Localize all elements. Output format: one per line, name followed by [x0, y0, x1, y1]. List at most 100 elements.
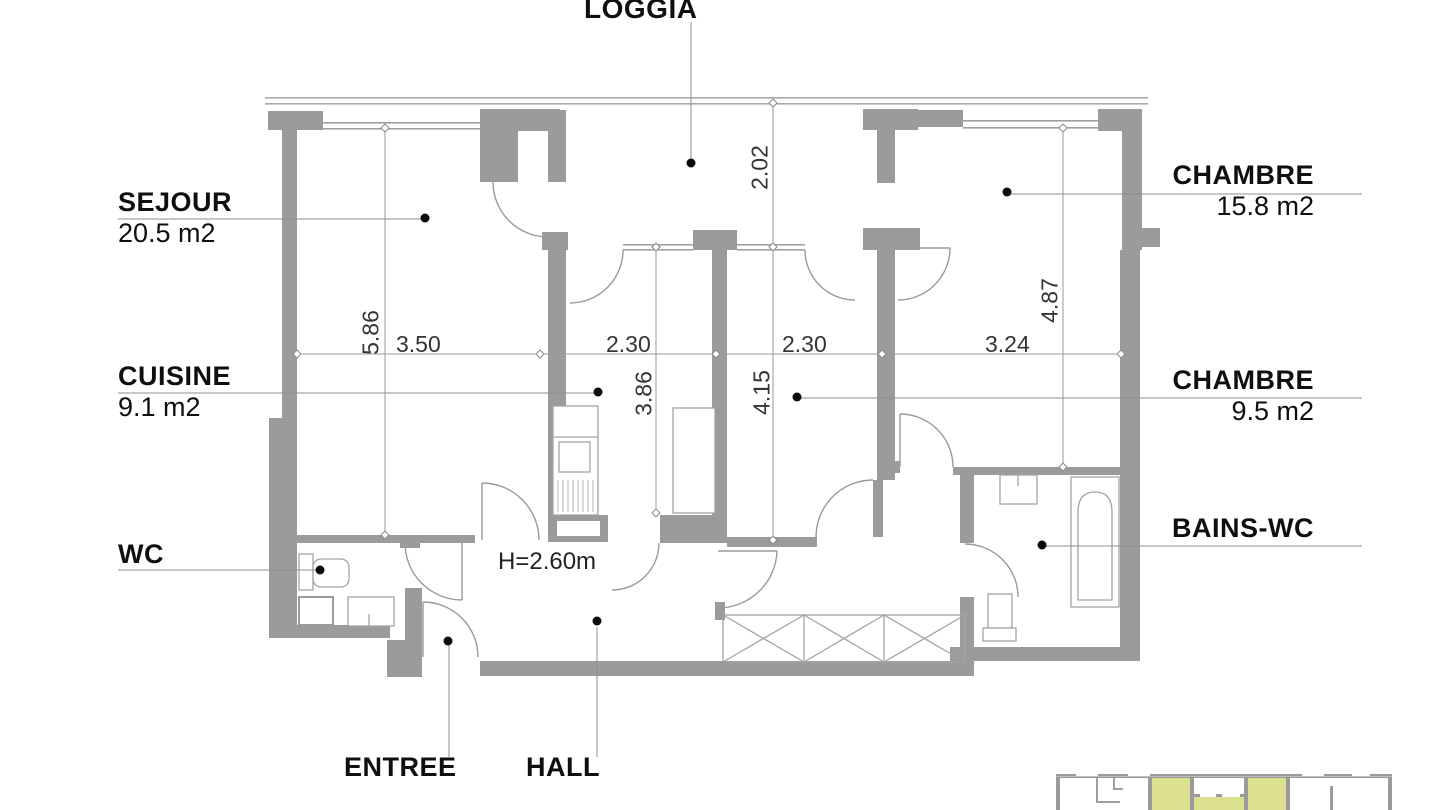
wall	[269, 625, 390, 638]
bathtub-inner	[1077, 491, 1113, 601]
wall	[712, 250, 727, 537]
room-area-chambre-2: 9.5 m2	[1231, 396, 1314, 426]
dim-marker	[1058, 123, 1068, 133]
wall	[953, 467, 1127, 475]
wall	[1140, 228, 1160, 247]
wall	[715, 602, 725, 620]
room-label-loggia: LOGGIA	[584, 0, 698, 24]
toilet-tank	[298, 553, 314, 591]
room-area-cuisine: 9.1 m2	[118, 392, 201, 422]
dim-value-3-24: 3.24	[985, 331, 1030, 357]
door-arc	[964, 543, 1019, 598]
dim-marker	[535, 349, 545, 359]
window	[323, 128, 480, 130]
window	[737, 249, 805, 251]
leader-dot	[593, 387, 603, 397]
door-arc	[899, 413, 954, 468]
minimap-wall	[1194, 794, 1200, 797]
toilet-base	[982, 627, 1017, 642]
closet-cross	[722, 614, 966, 663]
door-arc	[481, 482, 540, 541]
door-arc	[815, 479, 874, 538]
dimension-lines	[297, 99, 1121, 540]
dim-marker	[380, 123, 390, 133]
leader-dot	[315, 565, 325, 575]
hall-closet	[722, 614, 966, 663]
wc-fixtures	[298, 553, 395, 627]
dim-marker	[768, 98, 778, 108]
dim-value-3-50: 3.50	[396, 331, 441, 357]
closet-outline	[722, 614, 966, 663]
leader-dot	[1037, 540, 1047, 550]
minimap-wall	[1056, 774, 1060, 810]
minimap-wall	[1216, 794, 1222, 797]
dim-marker	[768, 535, 778, 545]
window	[623, 249, 693, 251]
minimap-window	[1352, 774, 1370, 777]
ceiling-height-label: H=2.60m	[498, 548, 597, 575]
minimap-window	[1302, 774, 1324, 777]
minimap-wall	[1148, 777, 1152, 810]
window	[963, 120, 1098, 122]
kitchen-hatch	[557, 480, 594, 512]
wall	[877, 130, 895, 183]
leader-dot	[592, 616, 602, 626]
wall	[974, 647, 1140, 661]
wall	[387, 640, 422, 677]
wall	[542, 232, 568, 250]
room-label-entree: ENTREE	[344, 752, 457, 782]
dim-value-2-30-a: 2.30	[606, 331, 651, 357]
dimension-markers	[292, 98, 1126, 545]
wall	[693, 230, 737, 250]
dim-value-4-87: 4.87	[1036, 278, 1063, 323]
balcony-edge-lines	[265, 97, 1148, 105]
minimap-wall	[1240, 794, 1246, 797]
wall	[1098, 109, 1142, 131]
door-arc	[422, 601, 479, 658]
minimap-wall	[1096, 801, 1120, 803]
room-label-chambre-1: CHAMBRE	[1172, 160, 1314, 190]
wall	[480, 109, 560, 131]
wall	[960, 597, 974, 662]
minimap-window	[1076, 774, 1098, 777]
minimap-wall	[1096, 777, 1098, 803]
dim-marker	[711, 349, 721, 359]
leader-dot	[686, 158, 696, 168]
shaft-box	[298, 596, 334, 626]
minimap-room-highlight	[1152, 777, 1192, 810]
minimap-window	[1128, 774, 1150, 777]
room-label-hall: HALL	[526, 752, 600, 782]
minimap-wall	[1330, 786, 1333, 810]
room-label-bains-wc: BAINS-WC	[1172, 513, 1314, 543]
window	[963, 127, 1098, 129]
balcony-line	[265, 103, 1148, 105]
bathroom-fixtures	[982, 474, 1120, 642]
duct-shaft	[672, 407, 716, 514]
door-arc	[717, 550, 778, 609]
wall-inset	[557, 521, 600, 536]
wall	[873, 480, 883, 537]
dim-marker	[380, 530, 390, 540]
wall	[269, 418, 297, 637]
wall	[863, 109, 918, 130]
minimap-wall	[1113, 777, 1115, 790]
room-label-wc: WC	[118, 539, 164, 569]
door-arc	[897, 247, 951, 301]
door-arc	[404, 542, 463, 601]
dim-marker	[292, 349, 302, 359]
dim-value-2-30-b: 2.30	[782, 331, 827, 357]
dim-value-3-86: 3.86	[630, 371, 657, 416]
room-label-chambre-2: CHAMBRE	[1172, 365, 1314, 395]
leader-lines	[118, 22, 1362, 757]
balcony-line	[265, 97, 1148, 99]
dim-marker	[768, 242, 778, 252]
minimap-room-highlight	[1194, 797, 1246, 810]
wall	[548, 110, 566, 182]
minimap-wall	[1388, 774, 1392, 810]
door-arc	[492, 181, 549, 238]
minimap-wall	[1286, 777, 1290, 810]
minimap-wall	[1113, 788, 1123, 790]
wall	[480, 131, 518, 182]
dim-marker	[1058, 462, 1068, 472]
